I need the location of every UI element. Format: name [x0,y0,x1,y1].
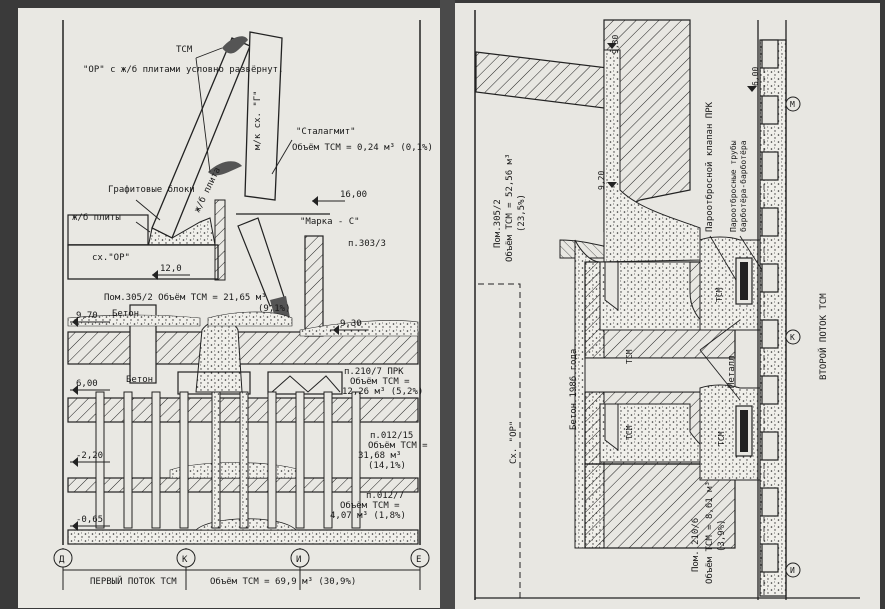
mark-930-right: 9,30 [611,35,620,54]
mark-930: 9,30 [340,319,362,329]
right-labels: 9,30 9,20 6,00 Пом.305/2 Объём ТСМ = 52,… [493,35,829,584]
room-012-7-label: п.012/7 [366,491,404,501]
axis-label-k: К [182,555,188,565]
sch-or-right-label: Сх. "ОР" [509,421,519,464]
pipe-columns [95,391,361,529]
axis-circle-k [176,548,196,568]
room-012-15-pct: (14,1%) [368,461,406,471]
axis-label-e: Е [416,555,421,565]
room-305-right-a: Пом.305/2 [493,199,503,248]
mark-1600: 16,00 [340,190,367,200]
stalagmite-title: "Сталагмит" [296,127,356,137]
axis-label-k-right: К [790,333,795,342]
tsm-lower-label: ТСМ [625,425,634,440]
sch-or-label: сх."ОР" [92,253,130,263]
room-012-7-vol1: Объём ТСМ = [340,500,400,511]
mark-600-right: 6,00 [751,67,760,86]
axis-circle-m [785,96,801,112]
gutter [440,0,455,609]
beton-1986-label: Бетон 1986 года [569,349,579,430]
zhb-slabs-label: ж/б плиты [72,212,121,223]
wall-303 [304,235,324,337]
axis-circle-d [53,548,73,568]
marka-s-label: "Марка - С" [300,217,360,227]
mark-065: -0,65 [76,515,103,525]
room-305-volume: Пом.305/2 Объём ТСМ = 21,65 м³ [104,292,267,303]
second-stream-label: ВТОРОЙ ПОТОК ТСМ [817,293,829,380]
first-stream-label: ПЕРВЫЙ ПОТОК ТСМ [90,575,177,587]
room-210-label: п.210/7 ПРК [344,367,404,377]
total-volume-label: Объём ТСМ = 69,9 м³ (30,9%) [210,576,356,587]
vertical-wall [244,31,283,201]
axis-circle-e [410,548,430,568]
slab-970 [67,331,419,365]
steam-valve-label: Пароотбросной клапан ПРК [704,101,715,232]
axis-label-i: И [296,555,301,565]
room-012-7-vol2: 4,07 м³ (1,8%) [330,511,406,521]
left-diagram [53,20,430,590]
note-unfolded: "ОР" с ж/б плитами условно развёрнут. [83,64,283,75]
beton-label-2: Бетон [126,375,153,385]
wall-label: м/к сх. "Г" [253,90,263,150]
room-303-label: п.303/3 [348,239,386,249]
tsm-upper-label: ТСМ [625,349,634,364]
tsm-upper-label-2: ТСМ [715,287,724,302]
axis-circle-k-right [785,329,801,345]
axis-label-i-right: И [790,566,795,575]
room-210-vol1: Объём ТСМ = [350,376,410,387]
mark-920-right: 9,20 [597,171,606,190]
mark-970: 9,70 [76,311,98,321]
room-305-right-c: (23,5%) [517,194,527,232]
axis-circle-i-right [785,562,801,578]
axis-circle-i [290,548,310,568]
axis-label-d: Д [59,555,65,565]
tsm-label-top: ТСМ [176,45,193,55]
mark-220: -2,20 [76,451,103,461]
right-diagram [474,10,860,600]
room-305-right-b: Объём ТСМ = 52,56 м³ [504,154,515,262]
tsm-lower-label-2: ТСМ [717,431,726,446]
room-210-right-c: (3,9%) [717,519,727,552]
left-page [18,8,440,608]
room-210-right-b: Объём ТСМ = 8,61 м³ [704,481,715,584]
room-210-right-a: Пом. 210/6 [691,518,701,572]
room-305-pct: (9,1%) [258,304,291,314]
room-012-15-label: п.012/15 [370,431,413,441]
steam-pipes-label: Пароотбросные трубы [728,140,738,232]
metal-label: Металл [727,355,737,388]
beton-label-1: Бетон [112,309,139,319]
room-012-15-vol2: 31,68 м³ [358,451,401,461]
graphite-blocks-label: Графитовые блоки [108,184,195,195]
sch-or-outline [478,283,521,600]
mark-600: 6,00 [76,379,98,389]
axis-label-m: М [790,100,795,109]
bubbler-pipes [761,39,779,573]
room-012-15-vol1: Объём ТСМ = [368,440,428,451]
stalagmite-volume: Объём ТСМ = 0,24 м³ (0,1%) [292,142,433,153]
steam-pipes-label-2: барботёра-барботёра [738,140,748,232]
room-210-vol2: 12,26 м³ (5,2%) [342,387,423,397]
mark-1200: 12,0 [160,264,182,274]
tsm-column [195,319,243,393]
